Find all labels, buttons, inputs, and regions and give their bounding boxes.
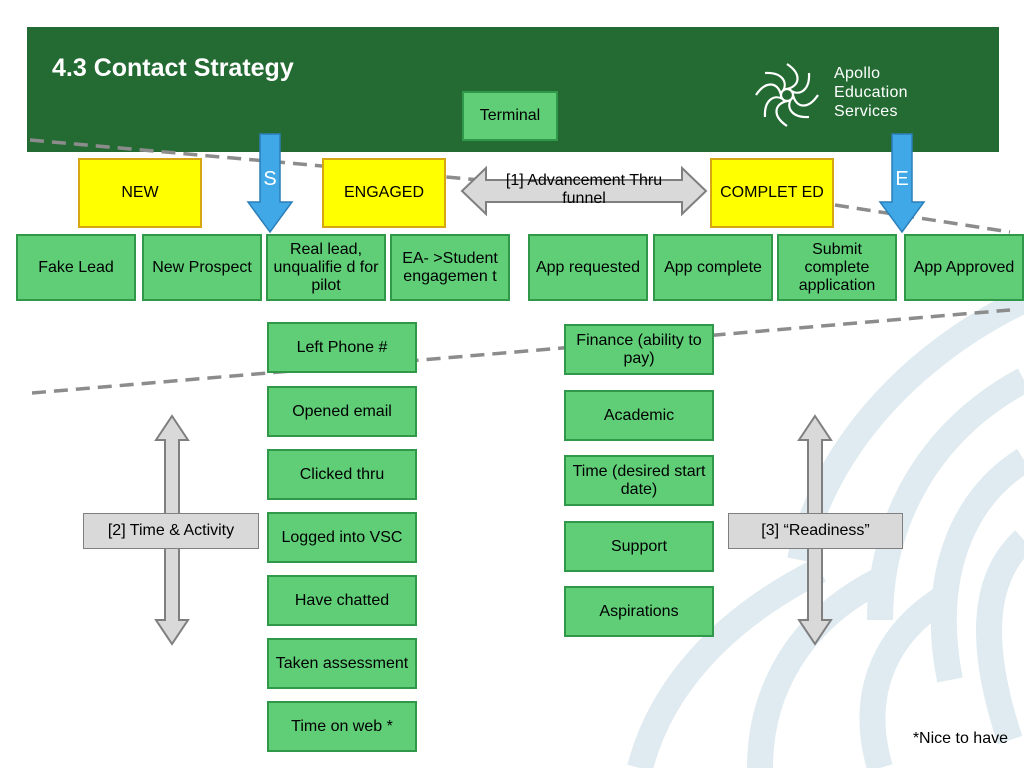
stage-completed-box: COMPLET ED	[710, 158, 834, 228]
stage-engaged-box: ENGAGED	[322, 158, 446, 228]
logo-line-1: Apollo	[834, 65, 881, 82]
status-box: App Approved	[904, 234, 1024, 301]
apollo-logo-icon	[755, 63, 819, 127]
status-box: New Prospect	[142, 234, 262, 301]
status-box: Submit complete application	[777, 234, 897, 301]
activity-item: Time on web *	[267, 701, 417, 752]
footnote: *Nice to have	[912, 730, 1008, 747]
readiness-item: Aspirations	[564, 586, 714, 637]
activity-item: Taken assessment	[267, 638, 417, 689]
page-title: 4.3 Contact Strategy	[52, 54, 294, 82]
readiness-item: Time (desired start date)	[564, 455, 714, 506]
readiness-item: Finance (ability to pay)	[564, 324, 714, 375]
activity-item: Left Phone #	[267, 322, 417, 373]
status-box: Fake Lead	[16, 234, 136, 301]
end-arrow-icon	[878, 133, 926, 234]
advancement-double-arrow-icon	[460, 165, 708, 217]
status-box: App complete	[653, 234, 773, 301]
activity-item: Logged into VSC	[267, 512, 417, 563]
terminal-box: Terminal	[462, 91, 558, 141]
status-box: EA- >Student engagemen t	[390, 234, 510, 301]
stage-new-box: NEW	[78, 158, 202, 228]
activity-label: [2] Time & Activity	[83, 513, 259, 549]
activity-item: Clicked thru	[267, 449, 417, 500]
readiness-label: [3] “Readiness”	[728, 513, 903, 549]
start-arrow-icon	[246, 133, 294, 234]
readiness-item: Support	[564, 521, 714, 572]
company-name: Apollo Education Services	[834, 64, 908, 121]
advancement-label: [1] Advancement Thru funnel	[505, 172, 663, 207]
start-marker-label: S	[263, 168, 277, 190]
logo-line-2: Education	[834, 84, 908, 101]
status-box: App requested	[528, 234, 648, 301]
logo-line-3: Services	[834, 103, 898, 120]
activity-item: Have chatted	[267, 575, 417, 626]
activity-item: Opened email	[267, 386, 417, 437]
status-box: Real lead, unqualifie d for pilot	[266, 234, 386, 301]
end-marker-label: E	[895, 168, 909, 190]
readiness-item: Academic	[564, 390, 714, 441]
